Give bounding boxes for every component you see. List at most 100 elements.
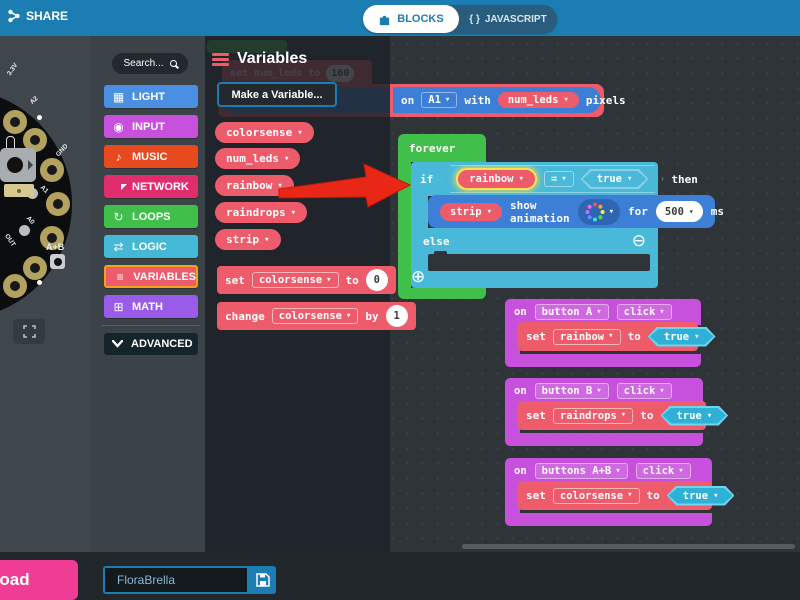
share-button[interactable]: SHARE xyxy=(8,9,68,23)
chevron-down-icon: ▾ xyxy=(615,465,621,476)
music-note-icon: ♪ xyxy=(115,149,122,164)
category-network[interactable]: NETWORK xyxy=(104,175,198,198)
category-toolbox: Search... ▦ LIGHT ◉ INPUT ♪ MUSIC NETWOR… xyxy=(90,36,205,552)
hole-dot xyxy=(37,115,42,120)
variable-dropdown[interactable]: colorsense ▾ xyxy=(271,308,359,324)
set-raindrops-block[interactable]: set raindrops ▾ to true ▾ xyxy=(518,401,729,430)
save-button[interactable] xyxy=(249,566,276,594)
empty-else-slot[interactable] xyxy=(428,251,650,271)
chevron-down-icon: ▾ xyxy=(694,331,700,342)
category-light[interactable]: ▦ LIGHT xyxy=(104,85,198,108)
led-dot xyxy=(19,225,30,236)
event-dropdown[interactable]: click ▾ xyxy=(616,383,672,399)
project-name-input[interactable] xyxy=(103,566,249,594)
duration-dropdown[interactable]: 500 ▾ xyxy=(655,201,703,222)
change-variable-template-block[interactable]: change colorsense ▾ by 1 xyxy=(217,302,416,330)
chevron-down-icon: ▾ xyxy=(326,274,332,285)
category-logic[interactable]: ⇄ LOGIC xyxy=(104,235,198,258)
block-workspace[interactable]: set num_leds to 160 create strip on A1 ▾… xyxy=(205,36,800,552)
operator-dropdown[interactable]: = ▾ xyxy=(543,171,574,187)
braces-icon: { } xyxy=(469,13,480,25)
variable-pill-colorsense[interactable]: colorsense▾ xyxy=(215,122,314,143)
light-grid-icon: ▦ xyxy=(112,89,125,104)
category-input[interactable]: ◉ INPUT xyxy=(104,115,198,138)
add-else-if-button[interactable]: ⊕ xyxy=(411,267,426,287)
true-value-hexagon[interactable]: true ▾ xyxy=(660,405,729,426)
value-input[interactable]: 1 xyxy=(385,305,408,327)
save-floppy-icon xyxy=(255,573,270,587)
circuit-playground-board[interactable] xyxy=(0,89,72,319)
true-value-hexagon[interactable]: true ▾ xyxy=(580,169,649,189)
category-advanced[interactable]: ADVANCED xyxy=(104,333,198,355)
true-value-hexagon[interactable]: true ▾ xyxy=(647,326,716,347)
event-dropdown[interactable]: click ▾ xyxy=(635,463,691,479)
fullscreen-button[interactable] xyxy=(13,319,45,344)
category-loops[interactable]: ↻ LOOPS xyxy=(104,205,198,228)
input-icon: ◉ xyxy=(113,119,124,134)
variable-dropdown[interactable]: colorsense ▾ xyxy=(251,272,339,288)
search-input[interactable]: Search... xyxy=(112,53,188,74)
value-input[interactable]: 0 xyxy=(365,269,388,291)
chevron-down-icon: ▾ xyxy=(283,153,290,164)
category-music[interactable]: ♪ MUSIC xyxy=(104,145,198,168)
chevron-down-icon: ▾ xyxy=(345,310,352,321)
download-button[interactable]: Download xyxy=(0,560,78,600)
app-header: SHARE BLOCKS { } JAVASCRIPT xyxy=(0,0,800,36)
pad-3v3 xyxy=(3,110,27,134)
aplusb-button-dot xyxy=(53,257,62,266)
slot-notch xyxy=(434,251,447,256)
board-label: A2 xyxy=(28,95,40,106)
variable-pill-num-leds[interactable]: num_leds▾ xyxy=(215,148,301,169)
variable-dropdown[interactable]: rainbow ▾ xyxy=(552,328,621,345)
bottom-toolbar: Download xyxy=(0,552,800,600)
variables-category-icon xyxy=(212,51,229,68)
slide-switch[interactable] xyxy=(0,148,36,182)
puzzle-piece-icon xyxy=(380,15,390,25)
button-dropdown[interactable]: button B ▾ xyxy=(534,383,609,399)
set-rainbow-block[interactable]: set rainbow ▾ to true ▾ xyxy=(518,322,716,351)
variable-dropdown[interactable]: raindrops ▾ xyxy=(552,407,634,424)
variable-pill-strip[interactable]: strip▾ xyxy=(215,229,281,250)
horizontal-scrollbar[interactable] xyxy=(462,544,795,549)
strip-variable-chip[interactable]: strip ▾ xyxy=(440,202,503,221)
animation-preview-dropdown[interactable]: ▾ xyxy=(577,198,621,225)
variable-dropdown[interactable]: colorsense ▾ xyxy=(552,487,640,504)
chevron-down-icon: ▾ xyxy=(297,127,303,138)
remove-else-button[interactable]: ⊖ xyxy=(631,230,646,251)
show-animation-block[interactable]: strip ▾ show animation ▾ for 500 ▾ ms xyxy=(428,195,724,228)
variable-pill-raindrops[interactable]: raindrops▾ xyxy=(215,202,308,223)
create-strip-block[interactable]: on A1 ▾ with num_leds ▾ pixels xyxy=(393,87,626,113)
chevron-down-icon: ▾ xyxy=(264,234,270,245)
category-variables-selected[interactable]: ≡ VARIABLES xyxy=(104,265,198,288)
true-value-hexagon[interactable]: true ▾ xyxy=(666,485,735,506)
buzzer xyxy=(4,184,34,197)
tab-javascript[interactable]: { } JAVASCRIPT xyxy=(469,13,547,25)
comparison-block[interactable]: rainbow ▾ = ▾ true ▾ xyxy=(441,165,664,193)
lines-icon: ≡ xyxy=(116,269,124,284)
rainbow-variable-chip-highlighted[interactable]: rainbow ▾ xyxy=(456,168,537,190)
else-row[interactable]: else ⊖ xyxy=(411,228,658,254)
forever-block-foot xyxy=(398,288,486,299)
pad-gnd xyxy=(46,192,70,216)
fullscreen-icon xyxy=(22,325,36,338)
event-dropdown[interactable]: click ▾ xyxy=(616,304,672,320)
hole-dot xyxy=(37,280,42,285)
pin-dropdown[interactable]: A1 ▾ xyxy=(421,92,458,108)
aplusb-button[interactable] xyxy=(50,254,65,269)
set-colorsense-block[interactable]: set colorsense ▾ to true ▾ xyxy=(518,481,735,510)
set-variable-template-block[interactable]: set colorsense ▾ to 0 xyxy=(217,266,396,294)
if-block-header[interactable]: if rainbow ▾ = ▾ true ▾ then xyxy=(411,162,698,196)
rainbow-animation-icon xyxy=(585,202,605,221)
variable-pill-rainbow[interactable]: rainbow▾ xyxy=(215,175,294,196)
category-math[interactable]: ⊞ MATH xyxy=(104,295,198,318)
make-variable-button[interactable]: Make a Variable... xyxy=(217,82,337,107)
chevron-down-icon: ▾ xyxy=(518,174,524,184)
button-dropdown[interactable]: buttons A+B ▾ xyxy=(534,463,628,479)
num-leds-variable-chip[interactable]: num_leds ▾ xyxy=(497,92,579,108)
forever-block-header[interactable]: forever xyxy=(398,134,486,162)
tab-blocks[interactable]: BLOCKS xyxy=(363,5,459,33)
button-dropdown[interactable]: button A ▾ xyxy=(534,304,609,320)
board-label: GND xyxy=(54,142,70,159)
chevron-down-icon: ▾ xyxy=(659,385,665,396)
